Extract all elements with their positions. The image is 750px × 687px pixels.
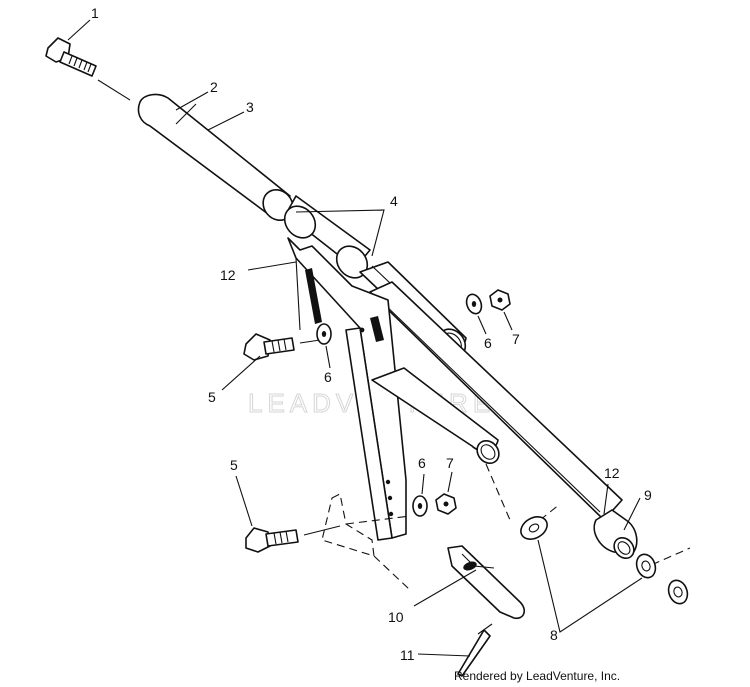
callout-8: 8 bbox=[550, 627, 558, 643]
callout-2: 2 bbox=[210, 79, 218, 95]
callout-10: 10 bbox=[388, 609, 404, 625]
washer-part-8-right bbox=[667, 579, 689, 605]
callout-6-lower: 6 bbox=[418, 455, 426, 471]
washer-part-8-middle bbox=[635, 553, 657, 579]
callout-6-upper-left: 6 bbox=[324, 369, 332, 385]
clamp-plate-part-10 bbox=[447, 545, 526, 620]
credit-text: Rendered by LeadVenture, Inc. bbox=[454, 669, 620, 683]
bolt-part-5-upper bbox=[243, 333, 321, 361]
callout-3: 3 bbox=[246, 99, 254, 115]
callout-7-lower: 7 bbox=[446, 455, 454, 471]
washer-part-6-upper-left bbox=[316, 323, 332, 345]
leader-lines bbox=[67, 19, 643, 657]
side-bracket bbox=[287, 237, 500, 541]
pin-part-11 bbox=[457, 623, 493, 677]
bolt-part-5-lower bbox=[245, 525, 341, 553]
callout-labels: 1 2 3 4 12 6 7 6 5 5 6 7 12 9 10 8 11 bbox=[91, 5, 652, 663]
callout-12-upper: 12 bbox=[220, 267, 236, 283]
washer-part-8-left bbox=[520, 516, 548, 540]
washer-part-6-lower bbox=[412, 495, 428, 517]
bolt-part-1 bbox=[45, 37, 131, 101]
callout-5-upper: 5 bbox=[208, 389, 216, 405]
nut-part-7-upper bbox=[489, 289, 511, 311]
callout-6-upper-right: 6 bbox=[484, 335, 492, 351]
callout-5-lower: 5 bbox=[230, 457, 238, 473]
callout-1: 1 bbox=[91, 5, 99, 21]
nut-part-7-lower bbox=[435, 493, 457, 515]
lower-tube bbox=[369, 281, 638, 560]
callout-7-upper: 7 bbox=[512, 331, 520, 347]
washer-part-6-upper-right bbox=[465, 293, 483, 315]
callout-4: 4 bbox=[390, 193, 398, 209]
callout-12-lower: 12 bbox=[604, 465, 620, 481]
callout-11: 11 bbox=[400, 647, 415, 663]
callout-9: 9 bbox=[644, 487, 652, 503]
